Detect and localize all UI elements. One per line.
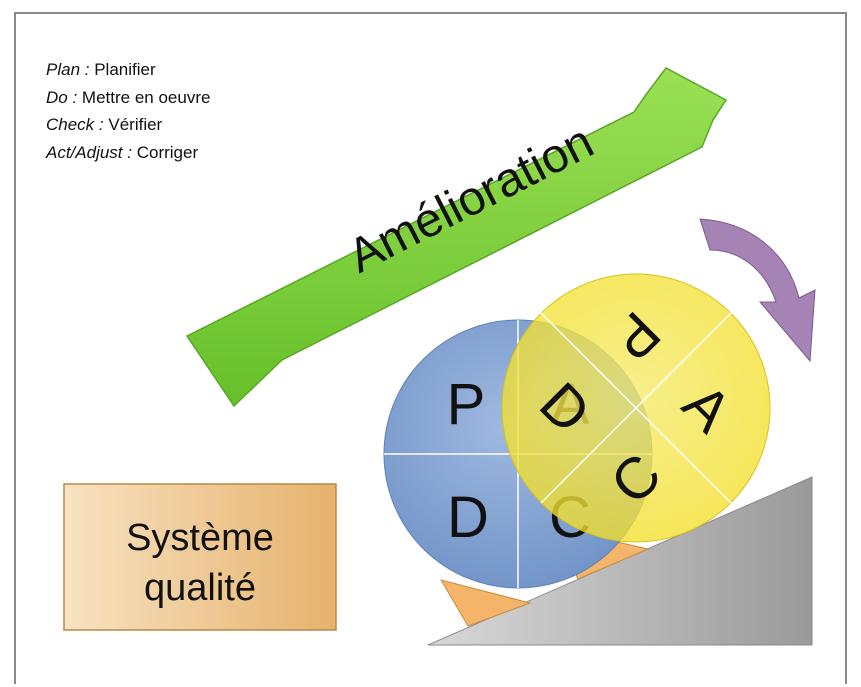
pdca-legend: Plan : Planifier Do : Mettre en oeuvre C…	[46, 56, 210, 166]
wedge-lower	[439, 579, 532, 627]
wheel-back-label-d: D	[447, 485, 489, 550]
quality-box-line1: Système	[126, 517, 274, 559]
legend-item-do: Do : Mettre en oeuvre	[46, 84, 210, 112]
wheel-back-label-p: P	[447, 372, 486, 437]
improvement-arrow-shape	[185, 67, 728, 408]
legend-definition: Mettre en oeuvre	[81, 87, 211, 107]
legend-item-plan: Plan : Planifier	[46, 56, 210, 84]
legend-term: Act/Adjust :	[46, 142, 132, 162]
legend-definition: Vérifier	[108, 115, 163, 134]
legend-item-check: Check : Vérifier	[46, 111, 210, 139]
legend-term: Plan :	[46, 60, 90, 79]
rotation-arrow-icon	[699, 218, 816, 363]
quality-system-box: Système qualité	[63, 483, 337, 631]
pdca-wheel-front: P A C D	[501, 273, 771, 543]
legend-definition: Planifier	[94, 60, 156, 79]
legend-term: Do :	[46, 87, 78, 107]
legend-definition: Corriger	[136, 142, 199, 162]
legend-item-act: Act/Adjust : Corriger	[46, 139, 210, 167]
legend-term: Check :	[46, 115, 104, 134]
quality-box-line2: qualité	[144, 567, 256, 609]
